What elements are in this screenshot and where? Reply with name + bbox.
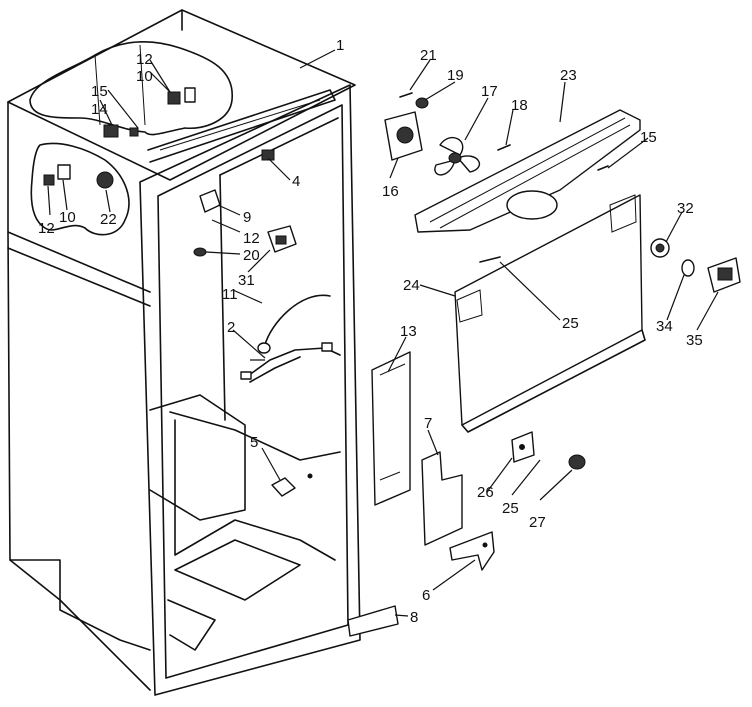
callout-35: 35	[686, 332, 703, 349]
callout-2: 2	[227, 319, 235, 336]
callout-31: 31	[238, 272, 255, 289]
callout-25-lower: 25	[502, 500, 519, 517]
bracket-14	[103, 124, 119, 138]
plug-part	[271, 473, 313, 497]
callout-10-side: 10	[59, 209, 76, 226]
callout-5: 5	[250, 434, 258, 451]
screw-25	[479, 256, 501, 263]
strip-part	[347, 605, 399, 637]
bracket-10-top	[184, 87, 196, 103]
callout-23: 23	[560, 67, 577, 84]
mounting-plate-part	[511, 431, 535, 463]
screw-15-top	[129, 127, 139, 137]
knob-part	[568, 454, 586, 470]
control-part	[267, 225, 297, 253]
callout-32: 32	[677, 200, 694, 217]
part-22	[96, 171, 114, 189]
callout-22: 22	[100, 211, 117, 228]
callout-26: 26	[477, 484, 494, 501]
light-shield-part	[707, 257, 741, 293]
fan-shroud-part	[414, 109, 641, 233]
bracket-10-side	[57, 164, 71, 180]
callout-15-top: 15	[91, 83, 108, 100]
callout-21: 21	[420, 47, 437, 64]
screw-15	[597, 165, 609, 171]
grommet-part	[193, 247, 207, 257]
callout-11: 11	[222, 286, 238, 303]
screw-18	[497, 144, 511, 151]
motor-grommet-part	[415, 97, 429, 109]
wire-harness-part	[240, 342, 341, 383]
baffle-part	[421, 451, 463, 546]
callout-14: 14	[91, 101, 108, 118]
callout-24: 24	[403, 277, 420, 294]
light-socket-wire-part	[257, 294, 331, 354]
callout-6: 6	[422, 587, 430, 604]
callout-4: 4	[292, 173, 300, 190]
top-wiring-area	[29, 41, 233, 236]
callout-15-right: 15	[640, 129, 657, 146]
cabinet-shell	[7, 9, 356, 691]
lamp-socket-part	[650, 238, 670, 258]
cabinet-liner-front	[139, 84, 361, 696]
light-bulb-part	[681, 259, 695, 277]
duct-panel-part	[371, 351, 411, 506]
bracket-part	[199, 189, 221, 213]
clip-12-top	[167, 91, 181, 105]
callout-18: 18	[511, 97, 528, 114]
callout-12-top: 12	[136, 51, 153, 68]
callout-7: 7	[424, 415, 432, 432]
clip-12-side	[43, 174, 55, 186]
fan-motor-part	[384, 111, 423, 161]
screws	[399, 92, 609, 263]
screw-21	[399, 92, 413, 98]
callout-1: 1	[336, 37, 344, 54]
clip-part	[261, 149, 275, 161]
callout-16: 16	[382, 183, 399, 200]
top-area-parts	[43, 87, 196, 189]
callout-13: 13	[400, 323, 417, 340]
callout-27: 27	[529, 514, 546, 531]
fan-blade-part	[434, 136, 481, 176]
callout-8: 8	[410, 609, 418, 626]
callout-labels: 1 2 4 5 6 7 8 9 10 10 11 12 12 12 13 14 …	[38, 37, 703, 626]
evaporator-cover-panel-part	[454, 194, 646, 433]
callout-9: 9	[243, 209, 251, 226]
bracket-lower-part	[449, 531, 495, 571]
callout-12-inner: 12	[243, 230, 260, 247]
callout-17: 17	[481, 83, 498, 100]
leader-lines	[47, 49, 719, 617]
callout-34: 34	[656, 318, 673, 335]
callout-25-upper: 25	[562, 315, 579, 332]
callout-10-top: 10	[136, 68, 153, 85]
callout-19: 19	[447, 67, 464, 84]
callout-20: 20	[243, 247, 260, 264]
callout-12-side: 12	[38, 220, 55, 237]
